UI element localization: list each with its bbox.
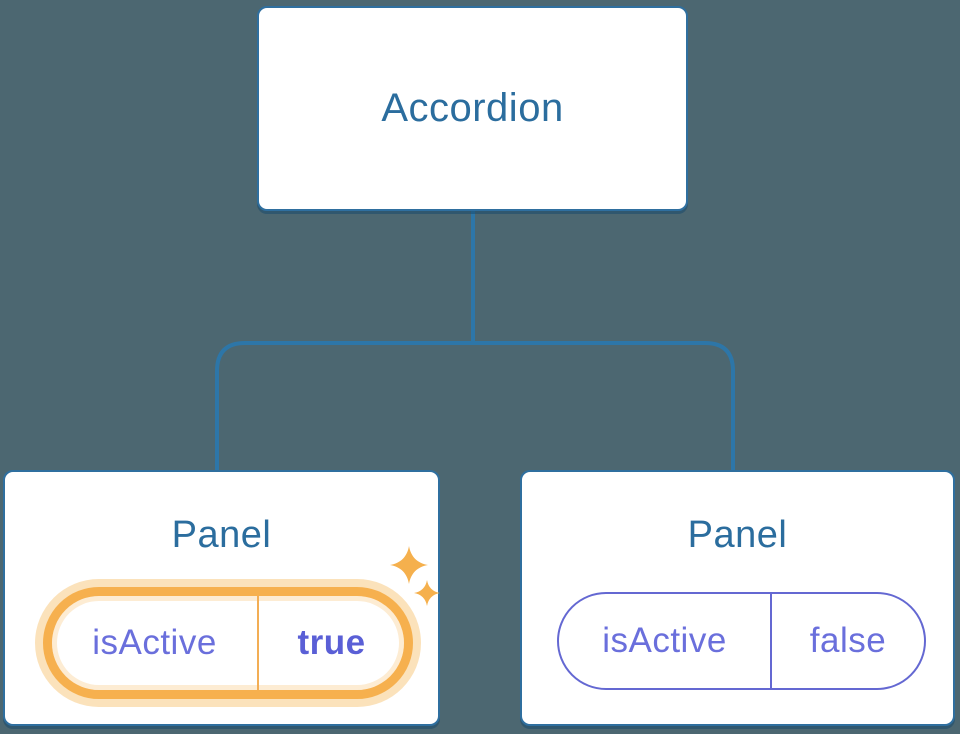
- accordion-label: Accordion: [381, 86, 564, 130]
- panel-label: Panel: [687, 514, 788, 556]
- state-prop-value: true: [297, 623, 366, 662]
- state-prop-value: false: [809, 621, 887, 660]
- state-prop-name: isActive: [92, 623, 217, 662]
- panel-node-active: Panel isActive true: [3, 470, 440, 726]
- panel-node-inactive: Panel isActive false: [520, 470, 955, 726]
- state-pill-active: isActive true: [43, 587, 413, 699]
- state-prop-name: isActive: [602, 621, 727, 660]
- state-pill-inactive: isActive false: [557, 592, 926, 690]
- sparkle-icon: [414, 580, 440, 606]
- accordion-node: Accordion: [257, 6, 688, 211]
- pill-divider: [257, 596, 259, 690]
- pill-divider: [770, 594, 772, 688]
- sparkle-icon: [390, 546, 428, 584]
- panel-label: Panel: [171, 514, 272, 556]
